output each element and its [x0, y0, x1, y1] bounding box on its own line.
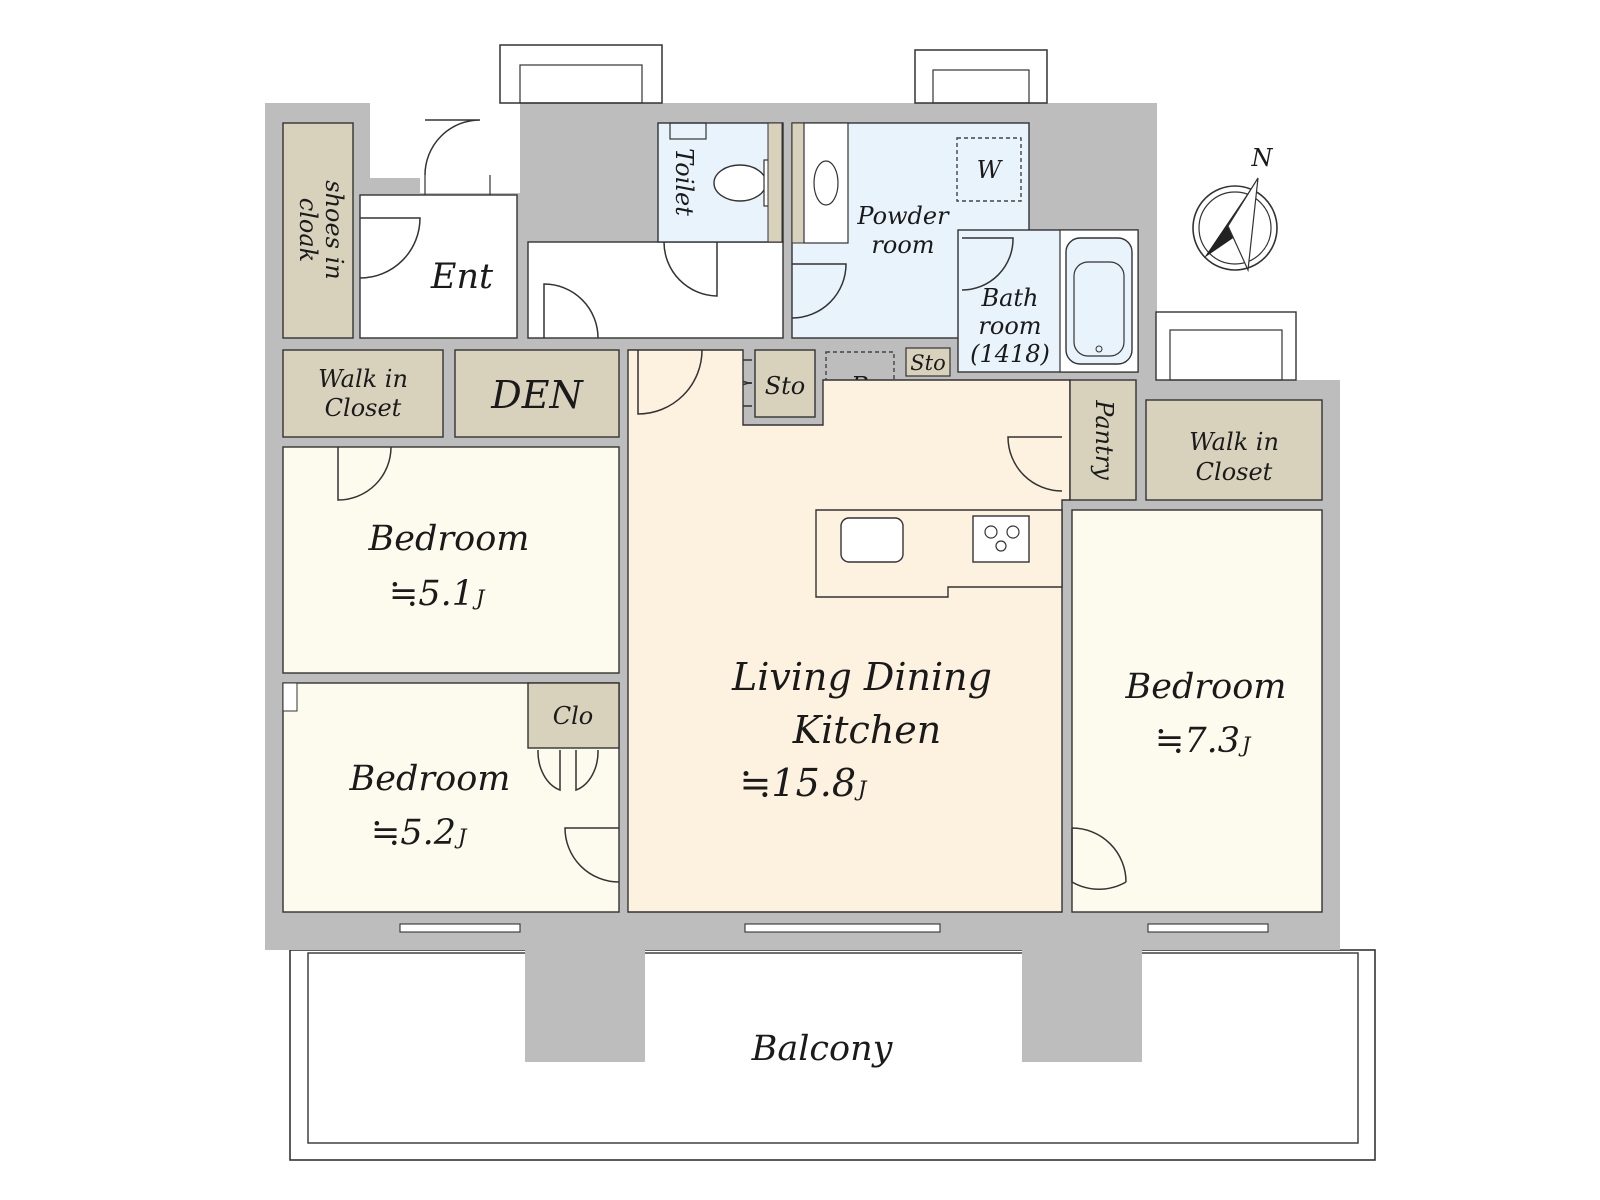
shoes-in-cloak: shoes in cloak [282, 122, 354, 339]
pantry-door[interactable] [1007, 436, 1063, 492]
storage-hall: Sto [727, 349, 816, 418]
closet-door-right[interactable] [575, 749, 599, 792]
entrance-door[interactable] [424, 119, 481, 176]
pantry: Pantry [1069, 379, 1137, 501]
north-label: N [1251, 144, 1274, 172]
ldk-hall-door[interactable] [637, 349, 703, 415]
bath-door[interactable] [961, 237, 1014, 291]
entrance-label: Ent [430, 257, 494, 297]
bedroom-south-unit: J [454, 825, 468, 849]
bedroom-south-door[interactable] [564, 827, 620, 883]
ac-unit-east [914, 49, 1048, 104]
storage-bath-label: Sto [910, 351, 945, 375]
bedroom-east-door[interactable] [1071, 827, 1127, 890]
shoes-cloak-label-1: shoes in [320, 180, 348, 280]
sink [813, 160, 839, 206]
bedroom-east: Bedroom ≒7.3 J [1071, 509, 1323, 913]
bedroom-south-area: ≒5.2 [371, 813, 456, 853]
windows [399, 923, 1269, 933]
closet: Clo [527, 682, 620, 792]
powder-door[interactable] [791, 263, 847, 319]
hallway [527, 241, 784, 339]
entrance: Ent [359, 119, 518, 339]
wic-west-label-1: Walk in [318, 365, 408, 393]
closet-door-left[interactable] [537, 749, 561, 792]
ldk-area: ≒15.8 [740, 761, 856, 805]
powder-label-1: Powder [856, 202, 950, 230]
bedroom-north-area: ≒5.1 [389, 574, 474, 614]
storage-bath: Sto [905, 347, 951, 377]
kitchen-sink [840, 517, 904, 563]
walk-in-closet-east: Walk in Closet [1145, 399, 1323, 501]
balcony-label: Balcony [751, 1029, 894, 1069]
bedroom-north-closet-door[interactable] [337, 446, 392, 501]
bathtub [1065, 237, 1133, 365]
ldk-unit: J [854, 777, 868, 801]
den-hall-door[interactable] [543, 283, 599, 339]
ac-unit-west [499, 44, 663, 104]
ldk-label-1: Living Dining [731, 655, 992, 699]
toilet-label: Toilet [670, 148, 698, 216]
toilet-room: Toilet [657, 122, 784, 243]
compass-needle [1204, 178, 1258, 258]
toilet-door[interactable] [663, 241, 718, 297]
washer-label: W [977, 156, 1004, 184]
bedroom-north: Bedroom ≒5.1 J [282, 446, 620, 674]
shoes-cloak-label-2: cloak [294, 198, 322, 262]
ldk-label-2: Kitchen [792, 708, 942, 752]
bedroom-south-label: Bedroom [349, 759, 511, 799]
bedroom-north-unit: J [472, 586, 486, 610]
wic-east-label-2: Closet [1196, 458, 1273, 486]
bedroom-north-label: Bedroom [368, 519, 530, 559]
washer-space [956, 137, 1022, 202]
den: DEN [454, 349, 620, 438]
bath-label-3: (1418) [970, 340, 1050, 368]
compass: N [1192, 144, 1278, 273]
powder-label-2: room [871, 231, 934, 259]
bath-label-1: Bath [980, 284, 1038, 312]
wic-west-label-2: Closet [325, 394, 402, 422]
shoes-cloak-door[interactable] [359, 217, 421, 279]
pantry-label: Pantry [1090, 399, 1118, 480]
living-dining-kitchen: Living Dining Kitchen ≒15.8 J [627, 349, 1071, 913]
closet-label: Clo [553, 702, 594, 730]
balcony: Balcony [289, 912, 1376, 1161]
storage-hall-label: Sto [765, 372, 806, 400]
walk-in-closet-west: Walk in Closet [282, 349, 444, 438]
bedroom-east-unit: J [1238, 733, 1252, 757]
bath-label-2: room [978, 312, 1041, 340]
toilet-bowl [713, 164, 767, 202]
bedroom-east-area: ≒7.3 [1155, 721, 1240, 761]
den-label: DEN [490, 373, 584, 417]
bathroom: Bath room (1418) [957, 229, 1139, 373]
wic-east-label-1: Walk in [1189, 428, 1279, 456]
cooktop [972, 515, 1030, 563]
bedroom-east-label: Bedroom [1125, 667, 1287, 707]
